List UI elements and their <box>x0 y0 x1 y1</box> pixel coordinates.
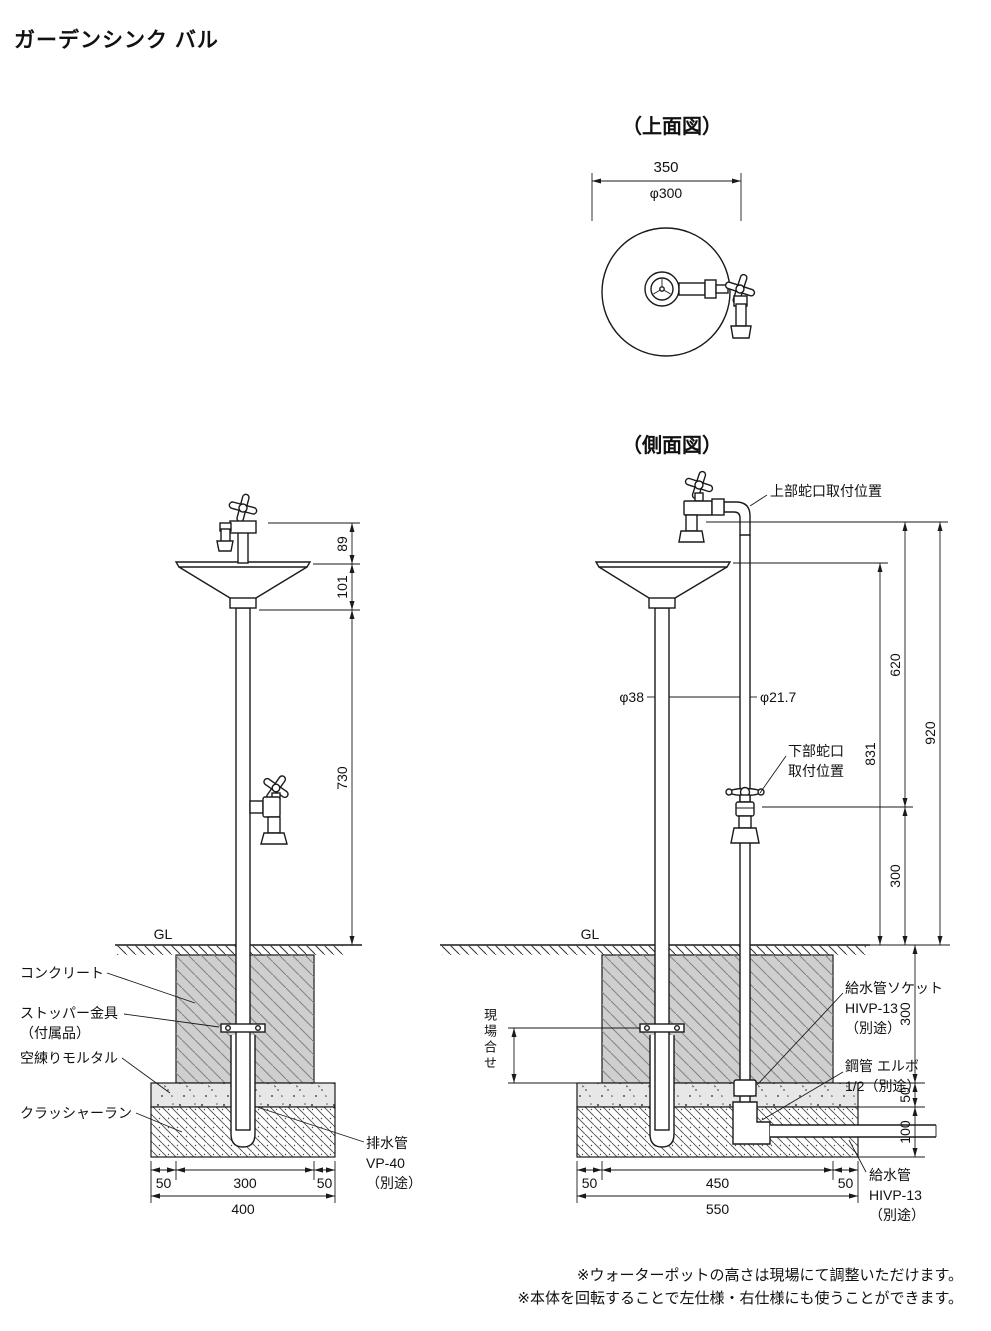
ground-hatch <box>117 945 343 955</box>
dim-50-left-label: 50 <box>582 1175 598 1191</box>
dim-831-label: 831 <box>862 742 878 766</box>
page-title: ガーデンシンク バル <box>14 29 219 52</box>
dim-phi300-label: φ300 <box>650 185 683 201</box>
upper-faucet <box>678 470 725 543</box>
upper-faucet <box>216 493 258 564</box>
dim-300-upper-label: 300 <box>887 864 903 888</box>
supply-label-line2: HIVP-13 <box>869 1187 922 1203</box>
dim-400-label: 400 <box>231 1201 255 1217</box>
diameter-annotations: φ38 φ21.7 <box>619 689 796 705</box>
ground-hatch <box>442 945 866 955</box>
right-elevation: φ38 φ21.7 上部蛇口取付位置 下部蛇口 取付位置 GL <box>440 470 950 1223</box>
mortar-label: 空練りモルタル <box>20 1050 118 1066</box>
crusher-label: クラッシャーラン <box>20 1105 132 1121</box>
dim-50-left-label: 50 <box>156 1175 172 1191</box>
gl-label: GL <box>154 926 173 942</box>
dim-phi38-label: φ38 <box>619 689 644 705</box>
socket-label-line1: 給水管ソケット <box>845 980 943 996</box>
faucet-top-view <box>678 273 756 339</box>
basin-top-view <box>601 227 731 357</box>
mortar-layer <box>576 1082 859 1108</box>
faucet-position-labels: 上部蛇口取付位置 下部蛇口 取付位置 <box>749 483 882 794</box>
dim-101-label: 101 <box>334 575 350 599</box>
dim-50-mortar-label: 50 <box>897 1087 913 1103</box>
left-elevation: 89 101 730 GL 50 300 50 400 <box>20 493 422 1217</box>
supply-label-line1: 給水管 <box>869 1167 911 1183</box>
stopper-label-line2: （付属品） <box>20 1025 90 1041</box>
stopper-label-line1: ストッパー金具 <box>20 1005 118 1021</box>
concrete-label: コンクリート <box>20 965 104 981</box>
elbow-label-line2: 1/2（別途） <box>845 1078 920 1094</box>
steel-elbow <box>732 1101 771 1145</box>
basin-side-view <box>174 561 312 609</box>
top-view-title: （上面図） <box>622 115 722 138</box>
lower-faucet-position-label-line1: 下部蛇口 <box>788 743 844 759</box>
basin-side-view <box>594 561 732 609</box>
stopper-bracket <box>220 1023 266 1033</box>
left-vertical-dimensions: 89 101 730 <box>259 522 362 946</box>
lower-faucet <box>725 786 765 844</box>
dim-450-label: 450 <box>706 1175 730 1191</box>
lower-faucet <box>249 775 289 845</box>
left-bottom-dimensions: 50 300 50 400 <box>150 1161 336 1217</box>
lower-faucet-position-label-line2: 取付位置 <box>788 763 844 779</box>
dim-620-label: 620 <box>887 653 903 677</box>
gl-label: GL <box>581 926 600 942</box>
side-view-title: （側面図） <box>622 434 722 457</box>
dim-phi21-label: φ21.7 <box>760 689 797 705</box>
socket-label-line3: （別途） <box>845 1020 901 1036</box>
drain-label-line2: VP-40 <box>366 1155 405 1171</box>
dim-89-label: 89 <box>334 536 350 552</box>
stopper-bracket <box>639 1023 685 1033</box>
pole <box>235 607 251 1131</box>
right-vertical-dimensions: 831 620 300 920 300 50 100 <box>706 521 948 1158</box>
socket-label-line2: HIVP-13 <box>845 1000 898 1016</box>
top-view: （上面図） 350 φ300 <box>591 115 756 357</box>
faucet-cross-handle <box>228 493 258 523</box>
dim-350-label: 350 <box>653 159 678 176</box>
footnotes: ※ウォーターポットの高さは現場にて調整いただけます。 ※本体を回転することで左仕… <box>517 1264 963 1310</box>
dim-100-label: 100 <box>897 1120 913 1144</box>
dim-50-right-label: 50 <box>317 1175 333 1191</box>
upper-faucet-position-label: 上部蛇口取付位置 <box>770 483 882 499</box>
elbow-label-line1: 鋼管 エルボ <box>845 1058 919 1074</box>
footnote-line: ※ウォーターポットの高さは現場にて調整いただけます。 <box>576 1267 963 1284</box>
left-material-labels: コンクリート ストッパー金具 （付属品） 空練りモルタル クラッシャーラン 排水… <box>20 965 422 1191</box>
dim-550-label: 550 <box>706 1201 730 1217</box>
dim-300-depth-label: 300 <box>897 1002 913 1026</box>
dim-50-right-label: 50 <box>838 1175 854 1191</box>
supply-socket <box>733 1079 757 1097</box>
dim-730-label: 730 <box>334 766 350 790</box>
right-bottom-dimensions: 50 450 50 550 <box>576 1161 859 1217</box>
site-fit-dimension <box>508 1027 640 1084</box>
dim-920-label: 920 <box>922 721 938 745</box>
right-piping-labels: 給水管ソケット HIVP-13 （別途） 鋼管 エルボ 1/2（別途） 給水管 … <box>756 980 943 1223</box>
dim-300-label: 300 <box>233 1175 257 1191</box>
footnote-line: ※本体を回転することで左仕様・右仕様にも使うことができます。 <box>517 1290 963 1307</box>
drain-label-line3: （別途） <box>366 1175 422 1191</box>
supply-label-line3: （別途） <box>869 1207 925 1223</box>
site-fit-label: 現場合せ <box>482 1008 497 1072</box>
pole <box>654 607 670 1131</box>
drain-label-line1: 排水管 <box>366 1135 408 1151</box>
